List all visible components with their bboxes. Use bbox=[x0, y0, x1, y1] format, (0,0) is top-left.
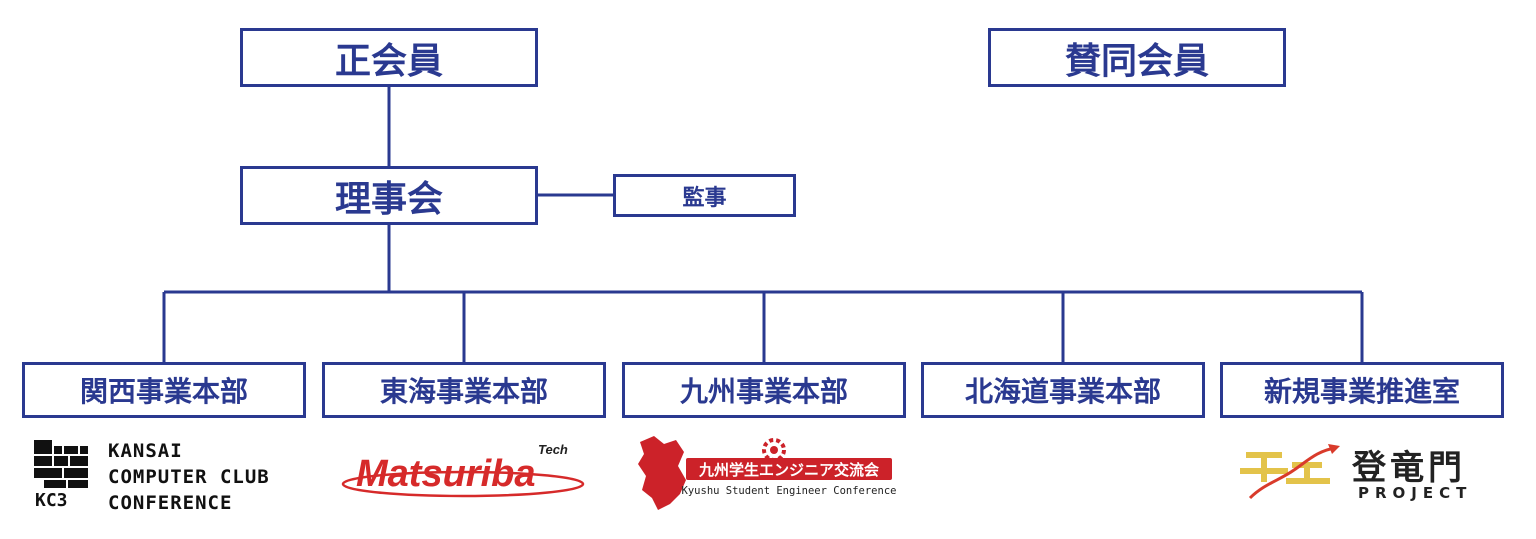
toryumon-title: 登竜門 bbox=[1352, 448, 1466, 488]
kyushu-sub: Kyushu Student Engineer Conference bbox=[682, 485, 897, 497]
auditor-label: 監事 bbox=[682, 185, 727, 211]
kyushu-map-icon bbox=[638, 436, 686, 510]
matsuriba-tag: Tech bbox=[538, 442, 568, 457]
supporting-member-box: 賛同会員 bbox=[988, 28, 1286, 87]
kc3-line3: CONFERENCE bbox=[108, 492, 233, 514]
division-box-new-business: 新規事業推進室 bbox=[1220, 362, 1504, 418]
kc3-line1: KANSAI bbox=[108, 440, 183, 462]
division-label-hokkaido: 北海道事業本部 bbox=[964, 375, 1161, 408]
division-box-tokai: 東海事業本部 bbox=[322, 362, 606, 418]
kc3-mark-text: KC3 bbox=[35, 490, 68, 510]
auditor-box: 監事 bbox=[613, 174, 796, 217]
kc3-mark-icon: KC3 bbox=[34, 440, 88, 510]
supporting-member-label: 賛同会員 bbox=[1064, 40, 1209, 82]
kc3-text-block: KANSAI COMPUTER CLUB CONFERENCE bbox=[108, 438, 270, 516]
kc3-line2: COMPUTER CLUB bbox=[108, 466, 270, 488]
division-label-tokai: 東海事業本部 bbox=[379, 375, 548, 408]
division-label-kyushu: 九州事業本部 bbox=[679, 375, 848, 408]
board-label: 理事会 bbox=[334, 178, 443, 220]
matsuriba-logo: Matsuriba Tech bbox=[341, 442, 585, 498]
matsuriba-name: Matsuriba bbox=[356, 453, 535, 495]
division-box-hokkaido: 北海道事業本部 bbox=[921, 362, 1205, 418]
regular-member-box: 正会員 bbox=[240, 28, 538, 87]
board-box: 理事会 bbox=[240, 166, 538, 225]
division-box-kansai: 関西事業本部 bbox=[22, 362, 306, 418]
regular-member-label: 正会員 bbox=[334, 40, 443, 82]
kc3-logo: KC3 KANSAI COMPUTER CLUB CONFERENCE bbox=[34, 438, 304, 514]
kyushu-conference-logo: 九州学生エンジニア交流会 Kyushu Student Engineer Con… bbox=[638, 436, 897, 510]
division-box-kyushu: 九州事業本部 bbox=[622, 362, 906, 418]
toryumon-mark-icon bbox=[1240, 444, 1340, 500]
gear-icon bbox=[762, 438, 786, 462]
division-label-new-business: 新規事業推進室 bbox=[1263, 375, 1460, 408]
kyushu-title: 九州学生エンジニア交流会 bbox=[698, 461, 879, 479]
toryumon-sub: PROJECT bbox=[1358, 484, 1473, 502]
division-label-kansai: 関西事業本部 bbox=[79, 375, 248, 408]
